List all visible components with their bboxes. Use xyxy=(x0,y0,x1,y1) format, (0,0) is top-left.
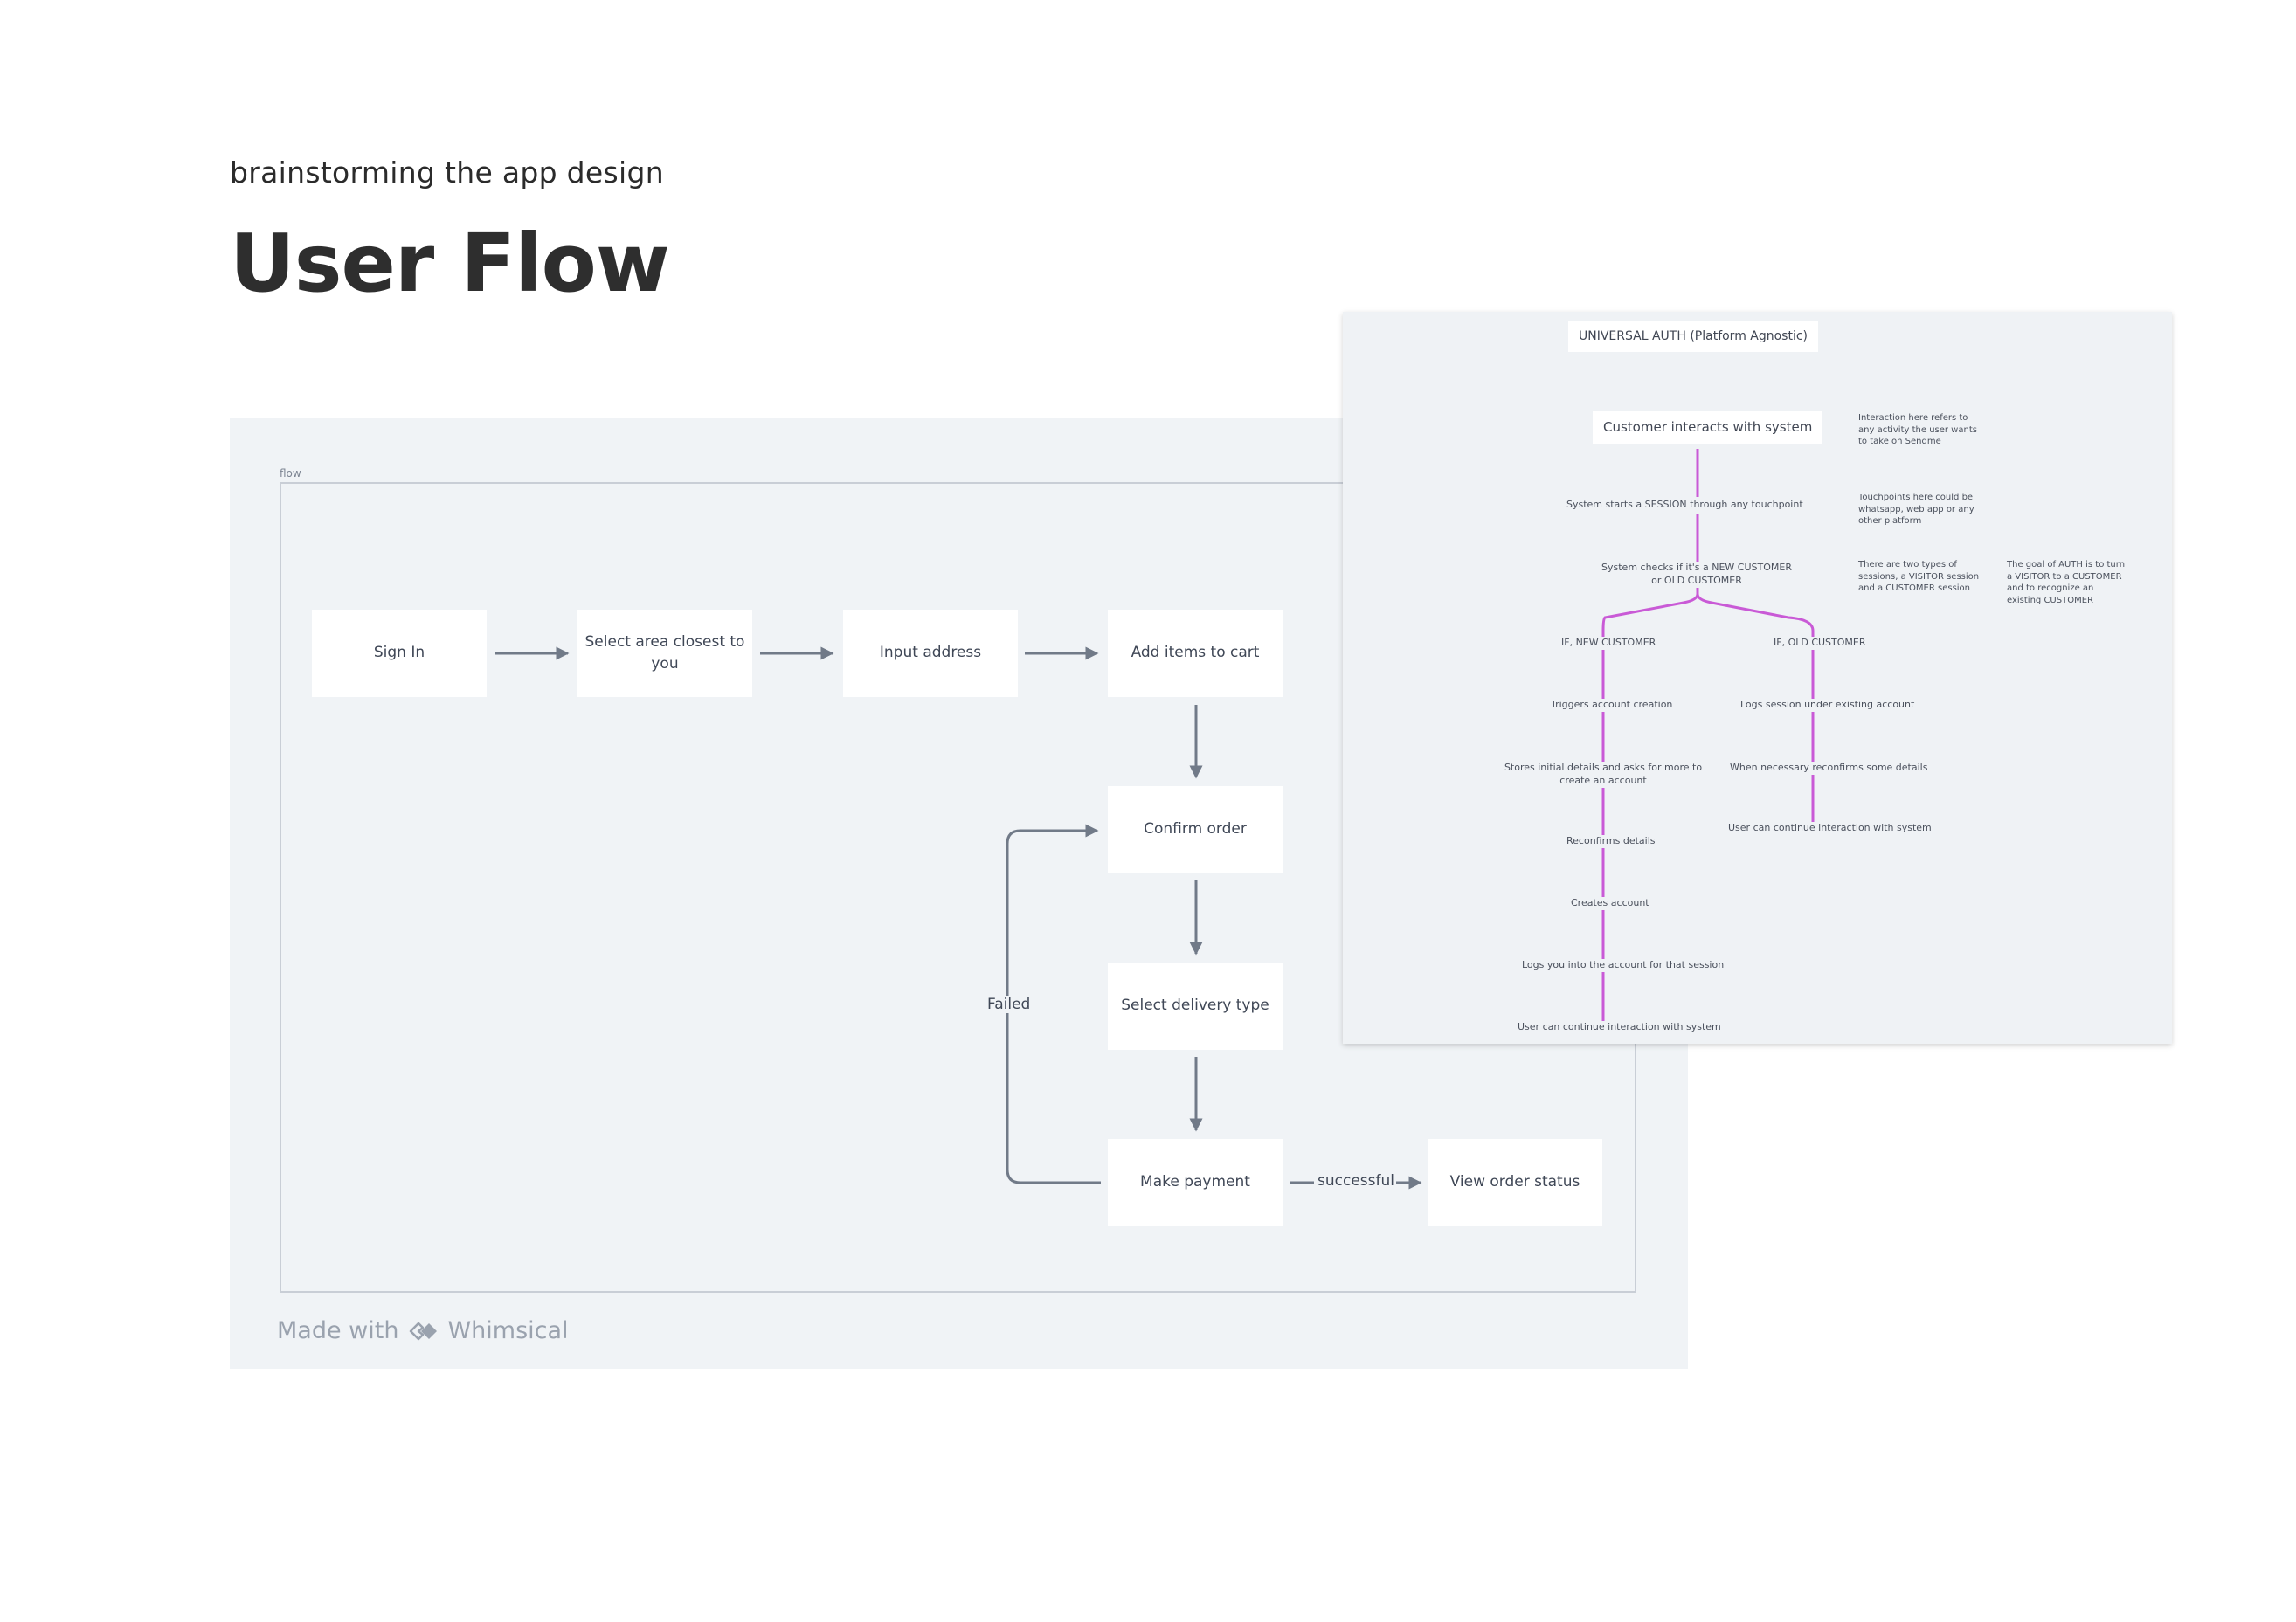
auth-note-interaction: Interaction here refers to any activity … xyxy=(1858,413,1977,446)
node-select-area[interactable]: Select area closest to you xyxy=(577,610,752,697)
whimsical-logo-icon xyxy=(410,1322,438,1340)
frame-label: flow xyxy=(280,467,301,480)
edge-label-failed: Failed xyxy=(985,996,1033,1013)
auth-new-step-2: Stores initial details and asks for more… xyxy=(1498,762,1708,788)
node-make-payment[interactable]: Make payment xyxy=(1108,1139,1283,1226)
auth-session-step: System starts a SESSION through any touc… xyxy=(1566,497,1803,514)
page-title: User Flow xyxy=(230,217,670,310)
auth-old-branch-label: IF, OLD CUSTOMER xyxy=(1774,637,1866,650)
node-input-address[interactable]: Input address xyxy=(843,610,1018,697)
auth-new-step-3: Reconfirms details xyxy=(1566,835,1656,848)
auth-new-step-5: Logs you into the account for that sessi… xyxy=(1522,959,1725,972)
auth-new-step-1: Triggers account creation xyxy=(1551,699,1673,712)
auth-diagram-card: UNIVERSAL AUTH (Platform Agnostic) Custo… xyxy=(1343,312,2172,1044)
auth-note-touchpoints: Touchpoints here could be whatsapp, web … xyxy=(1858,493,1974,526)
auth-old-step-1: Logs session under existing account xyxy=(1740,699,1915,712)
node-select-delivery[interactable]: Select delivery type xyxy=(1108,963,1283,1050)
made-with-label: Made with xyxy=(277,1317,399,1344)
node-view-order-status[interactable]: View order status xyxy=(1428,1139,1602,1226)
node-sign-in[interactable]: Sign In xyxy=(312,610,487,697)
node-confirm-order[interactable]: Confirm order xyxy=(1108,786,1283,873)
auth-new-step-4: Creates account xyxy=(1571,897,1649,910)
auth-note-session-types: There are two types of sessions, a VISIT… xyxy=(1858,560,1980,593)
node-add-items[interactable]: Add items to cart xyxy=(1108,610,1283,697)
auth-new-step-6: User can continue interaction with syste… xyxy=(1518,1021,1721,1034)
auth-old-step-2: When necessary reconfirms some details xyxy=(1730,762,1928,775)
auth-old-step-3: User can continue interaction with syste… xyxy=(1728,822,1932,835)
auth-start-node[interactable]: Customer interacts with system xyxy=(1593,411,1823,444)
whimsical-brand: Whimsical xyxy=(447,1317,569,1344)
auth-title: UNIVERSAL AUTH (Platform Agnostic) xyxy=(1568,321,1819,352)
auth-new-branch-label: IF, NEW CUSTOMER xyxy=(1561,637,1656,650)
made-with-badge: Made with Whimsical xyxy=(277,1317,569,1344)
page-subtitle: brainstorming the app design xyxy=(230,155,664,190)
edge-label-successful: successful xyxy=(1316,1172,1396,1190)
auth-check-step: System checks if it's a NEW CUSTOMER or … xyxy=(1596,562,1797,588)
auth-note-goal: The goal of AUTH is to turn a VISITOR to… xyxy=(2007,560,2126,605)
